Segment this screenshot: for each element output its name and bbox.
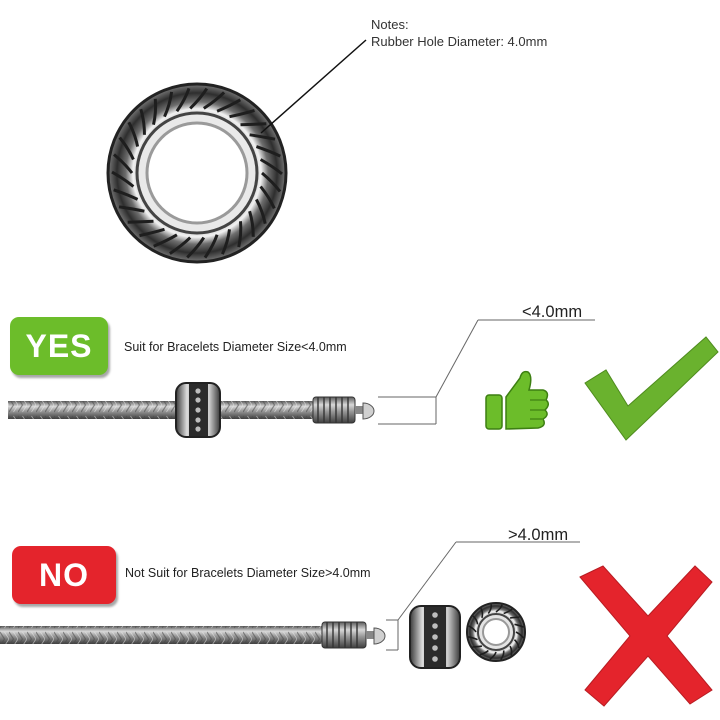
bead-braid-stroke xyxy=(514,623,524,628)
bead-braid-stroke xyxy=(216,98,242,113)
yes-badge-label: YES xyxy=(25,327,93,364)
bead-braid-stroke xyxy=(221,229,231,255)
bead-braid-stroke xyxy=(259,158,283,176)
bead-braid-stroke xyxy=(240,122,267,127)
bead-braid-stroke xyxy=(468,636,478,641)
bead-braid-stroke xyxy=(513,639,520,649)
bead-braid-stroke xyxy=(515,631,525,639)
yes-bead-on-chain xyxy=(175,382,221,438)
bead-braid-stroke xyxy=(189,87,209,110)
bead-braid-stroke xyxy=(237,221,243,248)
bead-braid-stroke xyxy=(503,608,513,615)
notes-hole-diameter: Rubber Hole Diameter: 4.0mm xyxy=(371,34,548,49)
bead-braid-stroke xyxy=(249,133,276,141)
bead-braid-stroke xyxy=(472,615,479,625)
no-caption: Not Suit for Bracelets Diameter Size>4.0… xyxy=(125,566,371,580)
yes-dimension-bracket xyxy=(378,319,595,425)
bead-braid-stroke xyxy=(255,145,281,158)
no-bracelet-chain xyxy=(0,621,386,649)
notes-callout: Notes: Rubber Hole Diameter: 4.0mm xyxy=(371,16,547,50)
bead-braid-stroke xyxy=(500,650,505,661)
yes-dimension-label: <4.0mm xyxy=(522,303,583,321)
bead-braid-stroke xyxy=(118,136,135,161)
bead-braid-stroke xyxy=(489,651,497,660)
no-bead-front-view xyxy=(466,602,526,662)
no-dimension-bracket xyxy=(386,541,580,651)
bead-braid-stroke xyxy=(480,608,484,619)
bead-braid-stroke xyxy=(203,234,219,259)
cross-mark-icon xyxy=(579,565,713,707)
bead-braid-stroke xyxy=(111,170,135,188)
bead-braid-stroke xyxy=(113,188,139,201)
bead-braid-stroke xyxy=(127,219,154,224)
bead-braid-stroke xyxy=(127,121,140,147)
notes-heading: Notes: xyxy=(371,17,409,32)
bead-braid-stroke xyxy=(163,91,174,118)
no-badge: NO xyxy=(12,546,116,604)
bead-braid-stroke xyxy=(259,185,276,210)
bead-braid-stroke xyxy=(495,604,503,613)
bead-braid-stroke xyxy=(118,205,145,213)
bead-braid-stroke xyxy=(175,87,191,113)
bead-braid-stroke xyxy=(261,171,282,193)
bead-icon xyxy=(106,82,288,264)
yes-bracelet-chain xyxy=(8,396,375,424)
bead-braid-stroke xyxy=(229,108,255,119)
bead-braid-stroke xyxy=(153,233,178,248)
bead-braid-stroke xyxy=(248,210,255,237)
bead-braid-stroke xyxy=(139,108,146,135)
bead-braid-stroke xyxy=(487,604,493,614)
bead-braid-stroke xyxy=(152,98,158,126)
bead-braid-stroke xyxy=(472,645,483,648)
yes-caption: Suit for Bracelets Diameter Size<4.0mm xyxy=(124,340,347,354)
no-dimension-label: >4.0mm xyxy=(508,526,569,544)
bead-braid-stroke xyxy=(479,649,489,656)
no-badge-label: NO xyxy=(39,556,89,593)
bead-braid-stroke xyxy=(169,236,192,255)
bead-braid-stroke xyxy=(139,227,165,238)
bead-braid-stroke xyxy=(113,153,134,174)
no-bead-side-view xyxy=(409,605,461,669)
notes-leader-line xyxy=(260,39,367,134)
bead-braid-stroke xyxy=(510,616,520,619)
thumbs-up-icon xyxy=(485,370,549,430)
check-mark-icon xyxy=(584,336,719,441)
bead-braid-stroke xyxy=(186,236,206,259)
bead-braid-stroke xyxy=(255,198,267,224)
bead-braid-stroke xyxy=(202,91,226,110)
bead-braid-stroke xyxy=(509,645,513,656)
bead-braid-stroke xyxy=(468,625,477,633)
yes-badge: YES xyxy=(10,317,108,375)
